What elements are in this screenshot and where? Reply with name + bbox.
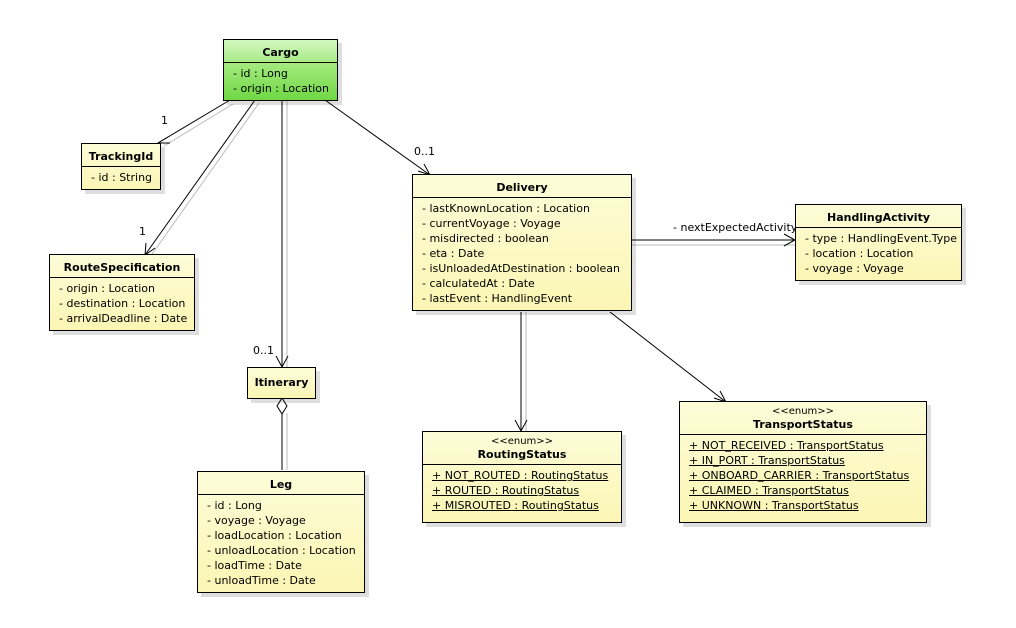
attribute: - voyage : Voyage bbox=[207, 514, 306, 527]
literal-list: + NOT_ROUTED : RoutingStatus + ROUTED : … bbox=[423, 465, 621, 517]
attribute: - lastKnownLocation : Location bbox=[422, 202, 590, 215]
enum-literal: + IN_PORT : TransportStatus bbox=[689, 454, 845, 467]
enum-literal: + NOT_ROUTED : RoutingStatus bbox=[432, 469, 609, 482]
enum-literal: + UNKNOWN : TransportStatus bbox=[689, 499, 859, 512]
enum-literal: + ROUTED : RoutingStatus bbox=[432, 484, 580, 497]
attribute-list: - id : Long - origin : Location bbox=[224, 63, 337, 100]
multiplicity-itinerary: 0..1 bbox=[253, 344, 274, 357]
attribute: - destination : Location bbox=[59, 297, 186, 310]
attribute: - id : String bbox=[91, 171, 153, 184]
attribute: - unloadTime : Date bbox=[207, 574, 316, 587]
attribute: - voyage : Voyage bbox=[805, 262, 904, 275]
attribute-list: - id : String bbox=[82, 167, 160, 189]
multiplicity-trackingid: 1 bbox=[161, 114, 168, 127]
class-delivery[interactable]: Delivery - lastKnownLocation : Location … bbox=[412, 174, 632, 311]
class-name: Leg bbox=[269, 478, 293, 491]
class-name: TrackingId bbox=[88, 150, 154, 163]
enum-literal: + MISROUTED : RoutingStatus bbox=[432, 499, 599, 512]
class-itinerary[interactable]: Itinerary bbox=[247, 367, 316, 399]
literal-list: + NOT_RECEIVED : TransportStatus + IN_PO… bbox=[680, 435, 926, 517]
multiplicity-routespec: 1 bbox=[139, 225, 146, 238]
class-name: Cargo bbox=[262, 46, 299, 59]
class-trackingid[interactable]: TrackingId - id : String bbox=[81, 143, 161, 190]
enum-literal: + NOT_RECEIVED : TransportStatus bbox=[689, 439, 884, 452]
class-name: TransportStatus bbox=[753, 418, 853, 431]
class-handlingactivity[interactable]: HandlingActivity - type : HandlingEvent.… bbox=[795, 204, 962, 281]
class-routespecification[interactable]: RouteSpecification - origin : Location -… bbox=[49, 254, 195, 331]
attribute: - type : HandlingEvent.Type bbox=[805, 232, 958, 245]
assoc-delivery-transportstatus bbox=[609, 311, 727, 403]
multiplicity-delivery: 0..1 bbox=[414, 145, 435, 158]
class-cargo[interactable]: Cargo - id : Long - origin : Location bbox=[223, 39, 338, 101]
attribute: - isUnloadedAtDestination : boolean bbox=[422, 262, 620, 275]
assoc-cargo-routespec bbox=[144, 99, 256, 256]
attribute-list: - lastKnownLocation : Location - current… bbox=[413, 198, 631, 310]
enum-literal: + CLAIMED : TransportStatus bbox=[689, 484, 849, 497]
role-next-expected-activity: - nextExpectedActivity bbox=[673, 221, 798, 234]
class-name: Itinerary bbox=[254, 376, 309, 389]
assoc-cargo-trackingid bbox=[157, 99, 231, 144]
attribute-list: - type : HandlingEvent.Type - location :… bbox=[796, 228, 961, 280]
attribute: - misdirected : boolean bbox=[422, 232, 549, 245]
attribute: - origin : Location bbox=[233, 82, 330, 95]
attribute: - currentVoyage : Voyage bbox=[422, 217, 561, 230]
enum-literal: + ONBOARD_CARRIER : TransportStatus bbox=[689, 469, 910, 482]
enum-routingstatus[interactable]: <<enum>> RoutingStatus + NOT_ROUTED : Ro… bbox=[422, 431, 622, 523]
attribute-list: - origin : Location - destination : Loca… bbox=[50, 278, 194, 330]
attribute: - calculatedAt : Date bbox=[422, 277, 535, 290]
class-name: RoutingStatus bbox=[477, 448, 567, 461]
attribute: - lastEvent : HandlingEvent bbox=[422, 292, 573, 305]
stereotype: <<enum>> bbox=[771, 406, 835, 417]
attribute: - id : Long bbox=[233, 67, 288, 80]
aggregation-diamond bbox=[276, 397, 288, 415]
enum-transportstatus[interactable]: <<enum>> TransportStatus + NOT_RECEIVED … bbox=[679, 401, 927, 523]
attribute: - loadTime : Date bbox=[207, 559, 302, 572]
attribute: - eta : Date bbox=[422, 247, 485, 260]
class-name: HandlingActivity bbox=[826, 211, 930, 224]
attribute: - location : Location bbox=[805, 247, 914, 260]
attribute: - loadLocation : Location bbox=[207, 529, 342, 542]
attribute: - arrivalDeadline : Date bbox=[59, 312, 188, 325]
class-name: Delivery bbox=[496, 181, 548, 194]
stereotype: <<enum>> bbox=[490, 436, 554, 447]
class-leg[interactable]: Leg - id : Long - voyage : Voyage - load… bbox=[197, 471, 365, 593]
attribute: - id : Long bbox=[207, 499, 262, 512]
assoc-cargo-delivery bbox=[324, 99, 431, 176]
attribute: - unloadLocation : Location bbox=[207, 544, 356, 557]
class-name: RouteSpecification bbox=[63, 261, 181, 274]
attribute-list: - id : Long - voyage : Voyage - loadLoca… bbox=[198, 495, 364, 592]
attribute: - origin : Location bbox=[59, 282, 156, 295]
